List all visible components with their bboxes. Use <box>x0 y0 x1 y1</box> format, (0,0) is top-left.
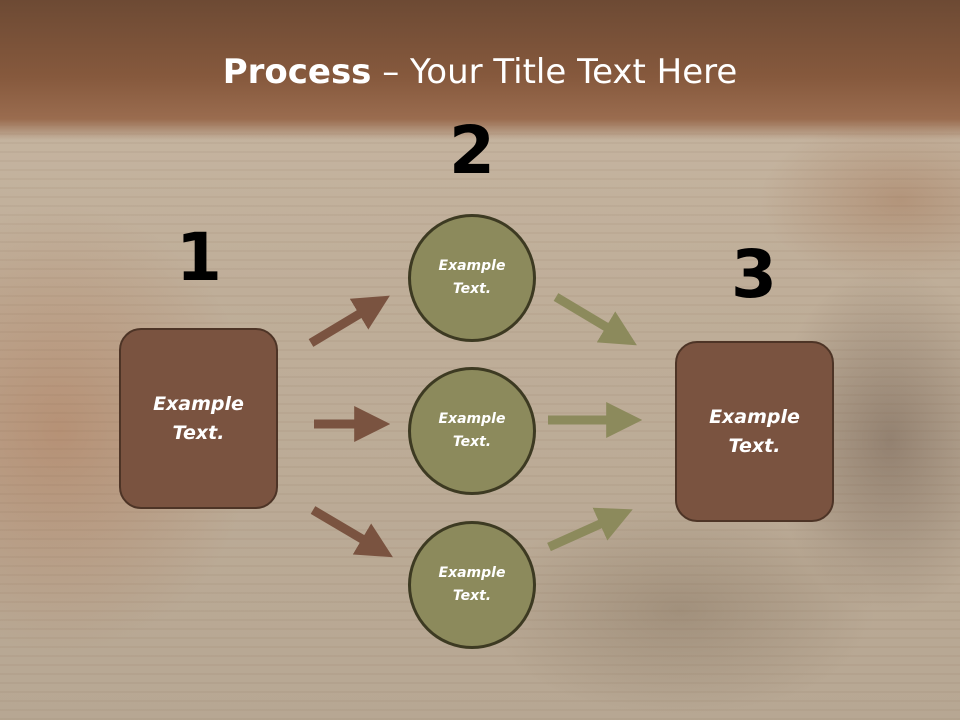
title-rest: – Your Title Text Here <box>371 52 738 92</box>
circle-top-text: Example Text. <box>438 258 506 297</box>
right-process-box: Example Text. <box>675 341 834 522</box>
title-band <box>0 0 960 140</box>
title-bold: Process <box>222 52 372 92</box>
slide-title: Process – Your Title Text Here <box>0 52 960 92</box>
circle-middle: Example Text. <box>408 367 536 495</box>
left-box-text: Example Text. <box>153 392 244 444</box>
circle-bottom-text: Example Text. <box>438 565 506 604</box>
circle-bottom: Example Text. <box>408 521 536 649</box>
arrow-bottom-to-right <box>547 507 633 552</box>
left-process-box: Example Text. <box>119 328 278 509</box>
step-number-2: 2 <box>449 112 495 189</box>
step-number-1: 1 <box>176 219 222 296</box>
arrow-left-to-top <box>308 295 390 347</box>
circle-middle-text: Example Text. <box>438 411 506 450</box>
arrow-top-to-right <box>553 293 637 346</box>
right-box-text: Example Text. <box>709 405 800 457</box>
arrow-left-to-bottom <box>310 506 393 558</box>
circle-top: Example Text. <box>408 214 536 342</box>
step-number-3: 3 <box>731 236 777 313</box>
